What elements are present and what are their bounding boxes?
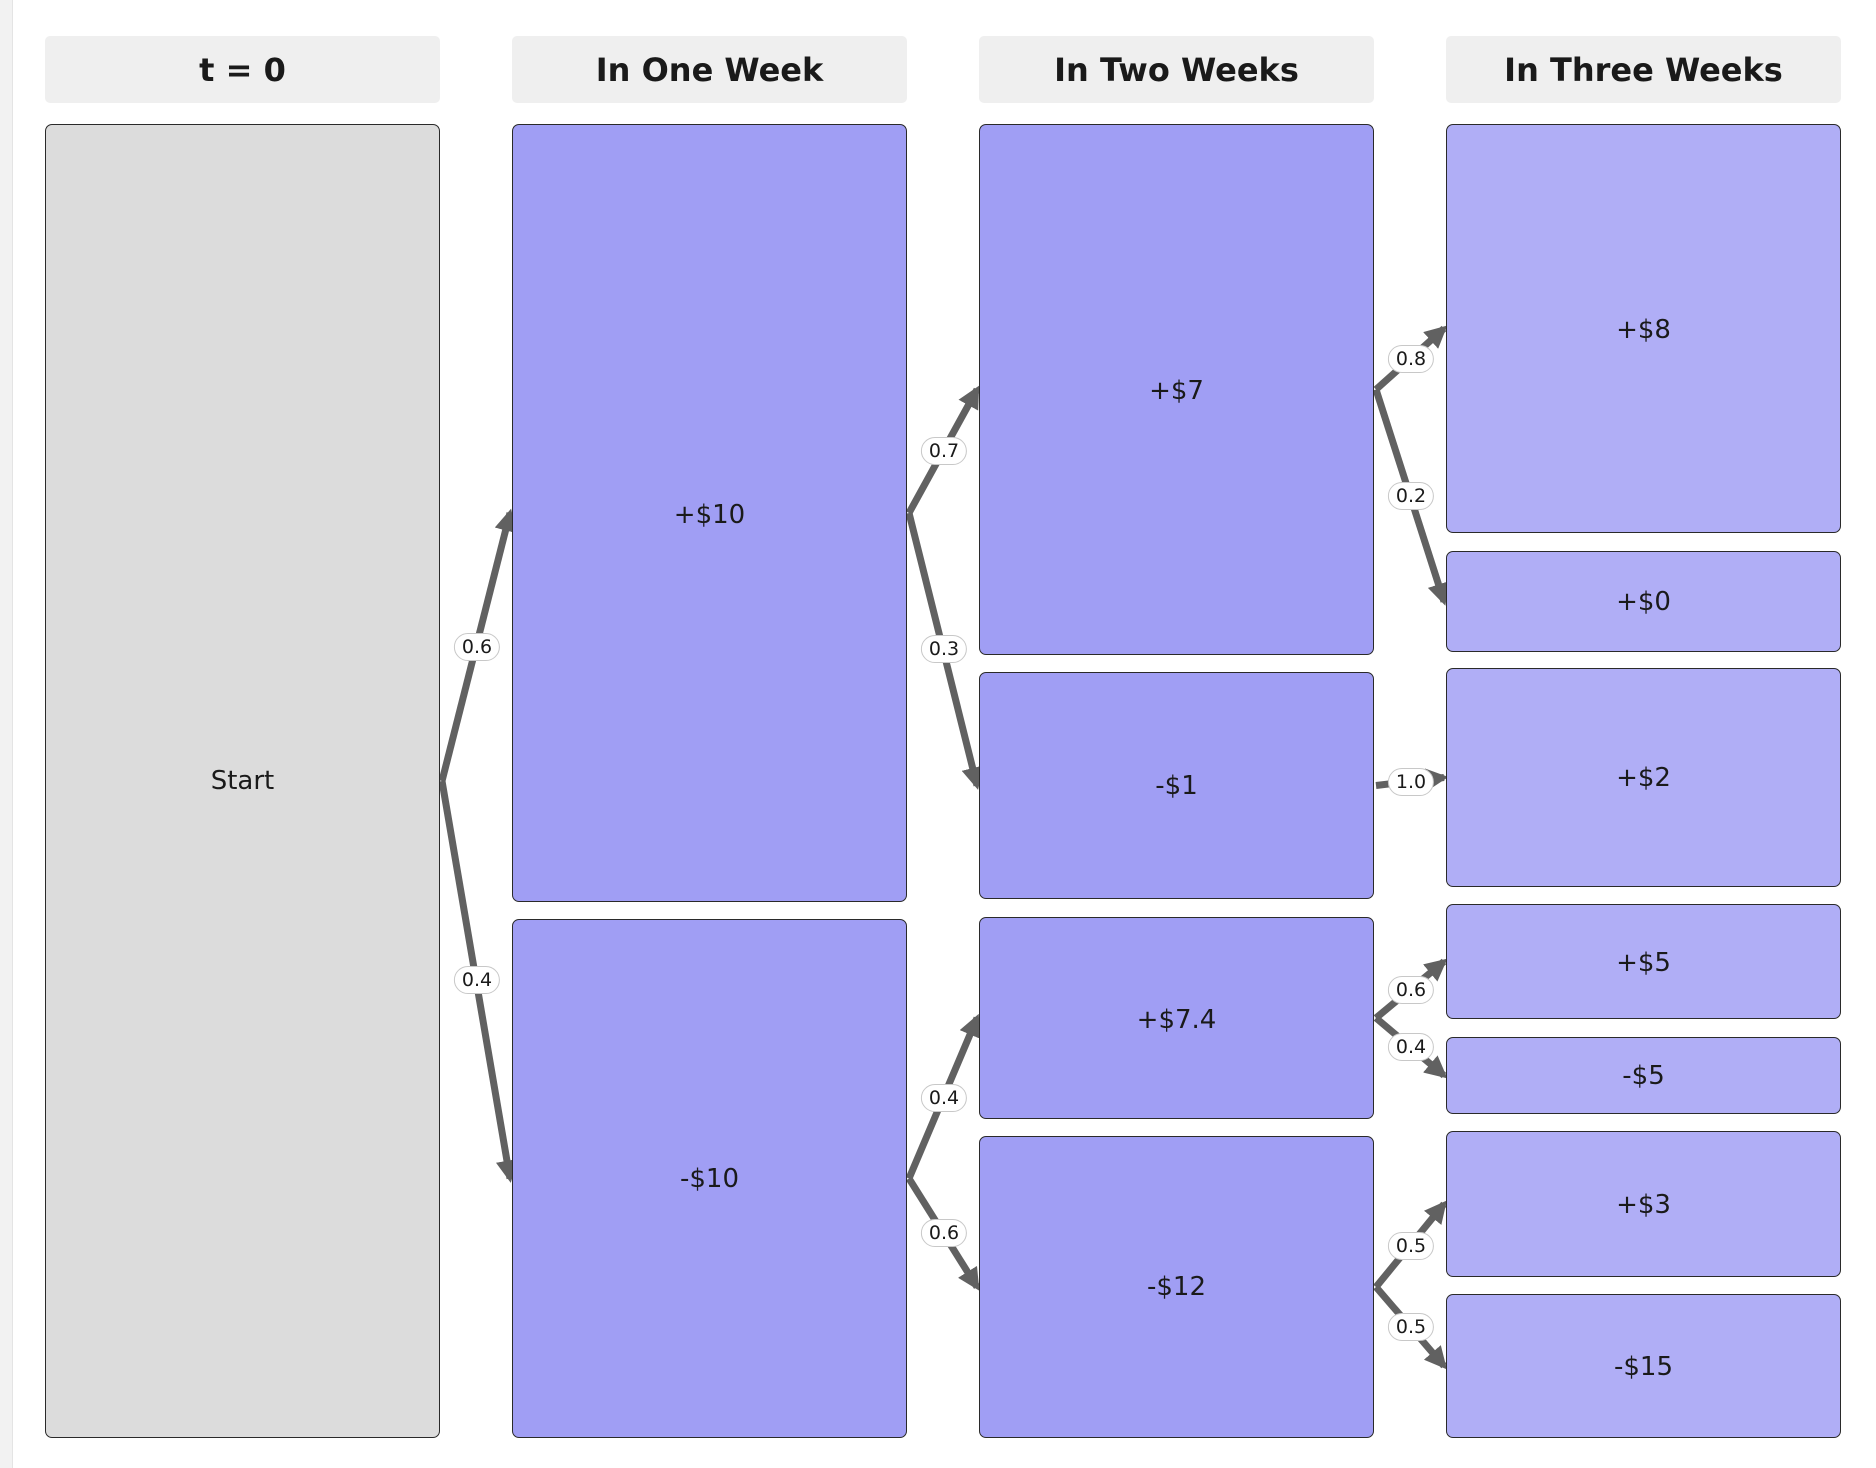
edge-probability-label: 0.8 bbox=[1387, 345, 1435, 373]
outcome-node: +$7.4 bbox=[979, 917, 1374, 1119]
node-label: +$8 bbox=[1616, 315, 1671, 345]
node-label: +$0 bbox=[1616, 587, 1671, 617]
node-label: -$10 bbox=[679, 1164, 739, 1194]
outcome-node: +$3 bbox=[1446, 1131, 1841, 1277]
start-node: Start bbox=[45, 124, 440, 1438]
outcome-node: -$1 bbox=[979, 672, 1374, 899]
edge-probability-label: 0.6 bbox=[453, 633, 501, 661]
node-label: +$7.4 bbox=[1136, 1005, 1217, 1035]
edge-probability-label: 0.7 bbox=[920, 437, 968, 466]
edge-probability-label: 0.5 bbox=[1387, 1312, 1435, 1341]
edge-probability-label: 0.6 bbox=[1387, 975, 1435, 1004]
outcome-node: -$15 bbox=[1446, 1294, 1841, 1438]
outcome-node: +$7 bbox=[979, 124, 1374, 655]
node-label: -$12 bbox=[1146, 1272, 1206, 1302]
edge-probability-label: 0.5 bbox=[1387, 1231, 1435, 1260]
diagram-panel: t = 0 In One Week In Two Weeks In Three … bbox=[12, 0, 1876, 1468]
outcome-node: +$2 bbox=[1446, 668, 1841, 887]
outcome-node: -$10 bbox=[512, 919, 907, 1438]
edge-probability-label: 1.0 bbox=[1387, 767, 1435, 796]
outcome-node: +$8 bbox=[1446, 124, 1841, 533]
node-label: +$2 bbox=[1616, 763, 1671, 793]
node-label: -$15 bbox=[1613, 1352, 1673, 1382]
edge-probability-label: 0.6 bbox=[920, 1218, 968, 1247]
column-header-week-two: In Two Weeks bbox=[979, 36, 1374, 103]
edge-probability-label: 0.2 bbox=[1387, 481, 1435, 510]
edge-probability-label: 0.3 bbox=[920, 635, 968, 664]
node-label: -$5 bbox=[1622, 1061, 1665, 1091]
edge-probability-label: 0.4 bbox=[920, 1084, 968, 1113]
edge-probability-label: 0.4 bbox=[453, 965, 501, 994]
node-label: +$10 bbox=[673, 500, 746, 530]
column-header-week-one: In One Week bbox=[512, 36, 907, 103]
outcome-node: +$10 bbox=[512, 124, 907, 902]
outcome-node: +$0 bbox=[1446, 551, 1841, 652]
outcome-node: +$5 bbox=[1446, 904, 1841, 1019]
edge-probability-label: 0.4 bbox=[1387, 1032, 1435, 1061]
column-header-week-three: In Three Weeks bbox=[1446, 36, 1841, 103]
node-label: +$7 bbox=[1149, 376, 1204, 406]
node-label: +$3 bbox=[1616, 1190, 1671, 1220]
node-label: Start bbox=[210, 766, 275, 796]
column-header-t0: t = 0 bbox=[45, 36, 440, 103]
node-label: -$1 bbox=[1155, 771, 1198, 801]
outcome-node: -$12 bbox=[979, 1136, 1374, 1438]
outcome-node: -$5 bbox=[1446, 1037, 1841, 1114]
node-label: +$5 bbox=[1616, 948, 1671, 978]
